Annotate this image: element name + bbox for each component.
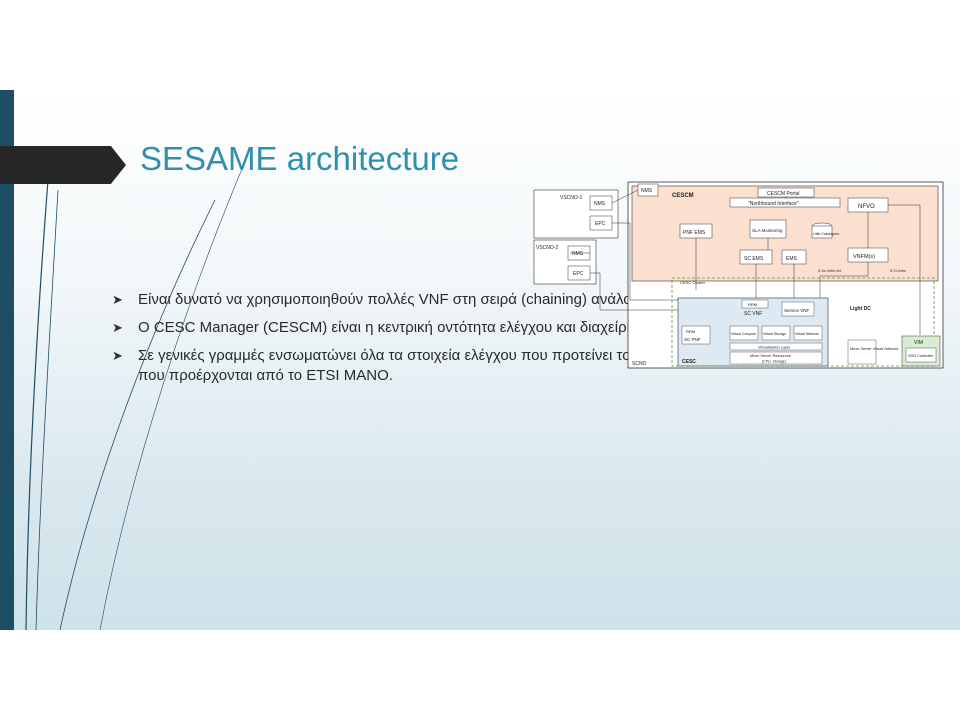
virtual-network-label: Virtual Network (795, 332, 819, 336)
nfvo-label: NFVO (858, 204, 875, 210)
slide: SESAME architecture ➤ Είναι δυνατό να χρ… (0, 90, 960, 630)
sc-pnf-label: SC PNF (684, 337, 701, 342)
interface-label: S-Vi-Vnfm (890, 269, 906, 273)
vnfm-label: VNFM(s) (853, 254, 875, 260)
vim-label: VIM (914, 340, 923, 346)
cescm-label: CESCM (672, 193, 694, 199)
cpu-storage-label: (CPU, Storage) (762, 360, 786, 364)
virtual-network-box (793, 325, 823, 341)
cesc-cluster-label: CESC Cluster (680, 280, 706, 285)
title-band (0, 146, 126, 184)
virtual-storage-label: Virtual Storage (763, 332, 786, 336)
sdn-controller-label: SDN Controller (908, 354, 934, 358)
northbound-box (729, 197, 841, 208)
service-vnf-label: Service VNF (784, 308, 810, 313)
cescm-portal-label: CESCM Portal (767, 191, 800, 197)
virtual-storage-box (761, 325, 791, 341)
virtualisation-layer-box (729, 342, 823, 351)
sc-ems-label: SC EMS (744, 256, 764, 262)
virtual-compute-box (729, 325, 759, 341)
epc-label: EPC (573, 271, 584, 277)
micro-server-box (729, 351, 823, 365)
service-vnf-box (781, 301, 815, 317)
sla-monitoring-label: SLA Monitoring (752, 228, 783, 233)
ems-label: EMS (786, 256, 798, 262)
micro-server-vnet-box (847, 339, 877, 365)
pnf-ems-label: PNF EMS (683, 230, 706, 236)
rrm-label: RRM (748, 302, 757, 307)
epc-label: EPC (595, 221, 606, 227)
micro-server-label: Micro Server Resources (750, 354, 791, 358)
scno-label: SCNO (632, 361, 647, 367)
sc-pnf-box (681, 325, 711, 345)
left-accent-bar (0, 90, 14, 630)
little-catalogues-label: Little Catalogues (813, 232, 839, 236)
nms-label: NMS (641, 188, 653, 194)
nms-label: NMS (594, 201, 606, 207)
bullet-item: ➤ Ο CESC Manager (CESCM) είναι η κεντρικ… (108, 318, 918, 338)
northbound-label: "Northbound Interface" (748, 201, 799, 207)
sc-vnf-label: SC VNF (744, 311, 762, 317)
vscno2-label: VSCNO-2 (536, 245, 558, 251)
sdn-controller-box (905, 347, 937, 363)
connector-lines (570, 189, 921, 335)
interface-label: S-Ve-Vnfm-Vnf (818, 269, 841, 273)
arrow-right-icon: ➤ (112, 348, 123, 363)
decorative-lines (25, 149, 251, 630)
virtual-compute-label: Virtual Compute (731, 332, 756, 336)
arrow-right-icon: ➤ (112, 320, 123, 335)
slide-title: SESAME architecture (140, 140, 460, 177)
rrm-box (741, 299, 769, 309)
catalogue-cylinder (811, 225, 833, 239)
arrow-right-icon: ➤ (112, 292, 123, 307)
architecture-diagram: VSCNO-1 NMS EPC VSCNO-2 NMS EPC NMS CESC… (533, 181, 944, 369)
nms-label: NMS (572, 251, 584, 257)
vscno1-label: VSCNO-1 (560, 195, 582, 201)
rrm-label: RRM (686, 329, 695, 334)
cesc-label: CESC (682, 359, 696, 365)
light-dc-label: Light DC (850, 306, 871, 312)
bullet-text: Ο CESC Manager (CESCM) είναι η κεντρική … (138, 319, 659, 336)
micro-server-vnet-label: Micro Server Virtual Network (850, 347, 899, 351)
virtualisation-layer-label: Virtualisation Layer (758, 346, 791, 350)
